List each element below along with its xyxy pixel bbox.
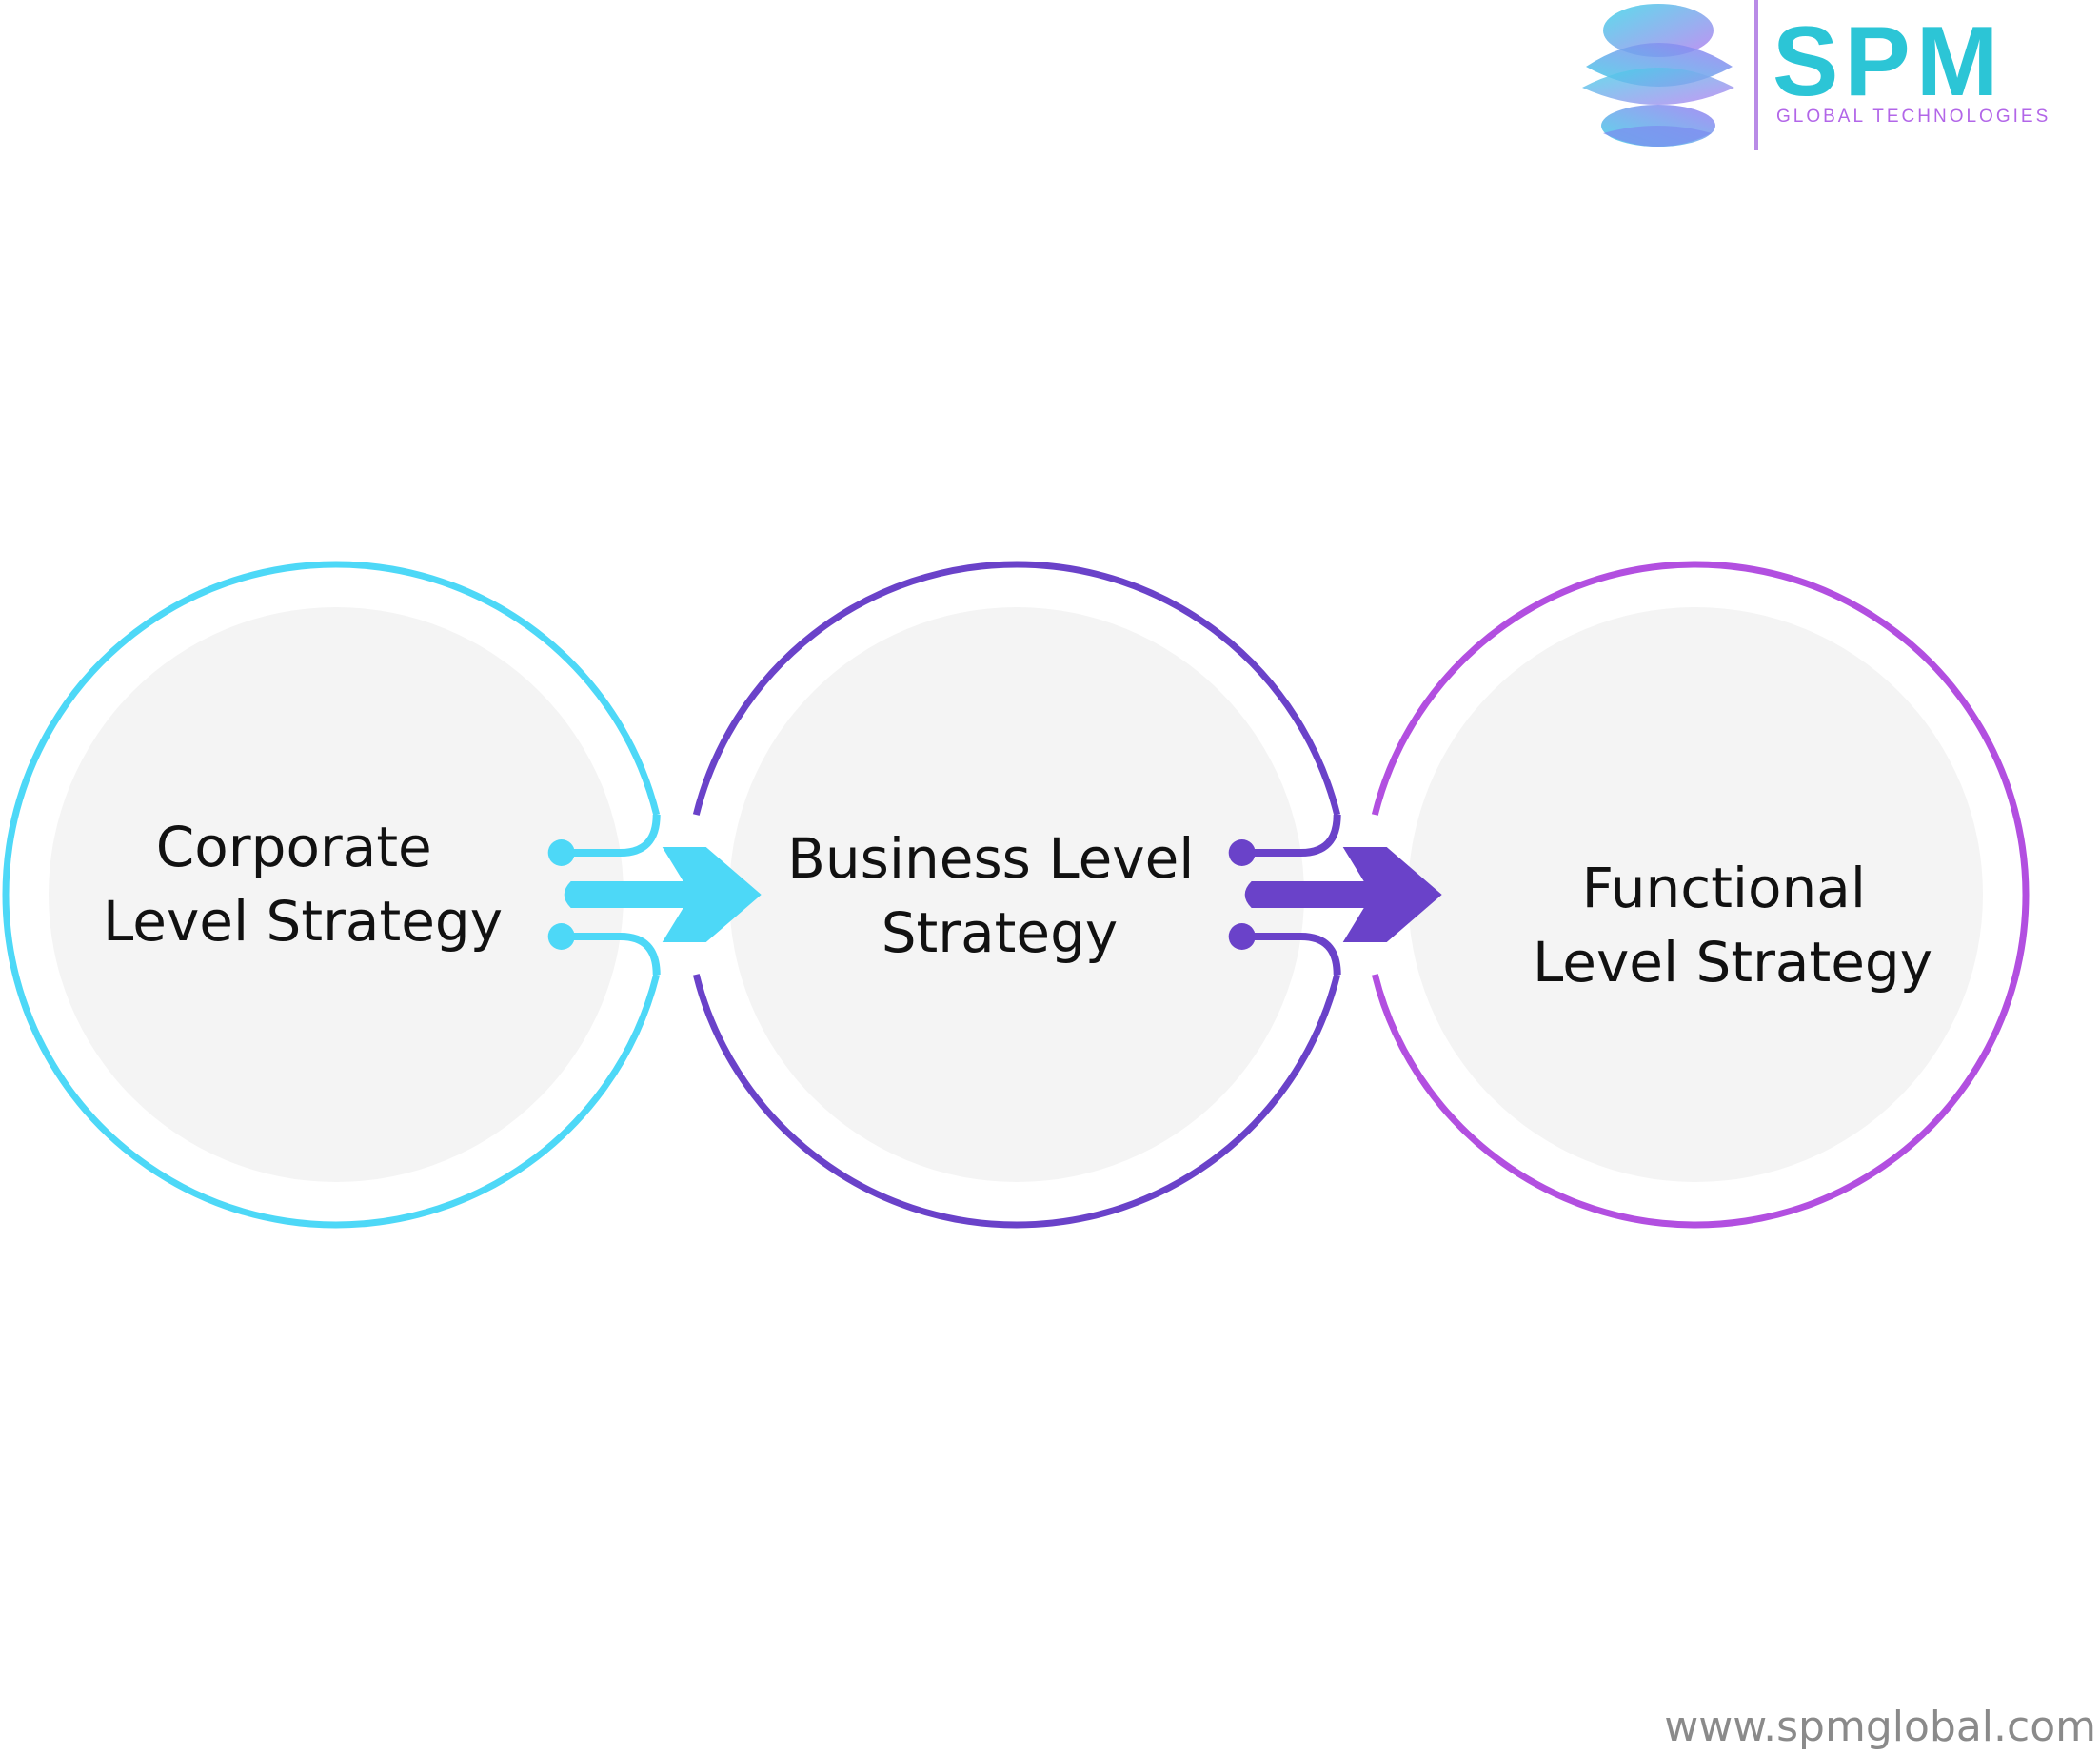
step-node-3: Functional Level Strategy xyxy=(1371,561,2030,1229)
svg-text:Business Level Strategy: Business Level Strategy xyxy=(787,826,1212,965)
step-disc-3 xyxy=(1408,607,1983,1182)
step-2-line-2: Strategy xyxy=(882,900,1119,965)
connector-1-lower-dot xyxy=(547,923,575,950)
step-1-line-1: Corporate xyxy=(156,815,432,879)
step-3-line-1: Functional xyxy=(1582,856,1866,920)
connector-2-upper-line xyxy=(1241,814,1341,857)
step-1-line-2: Level Strategy xyxy=(103,889,503,954)
connector-1 xyxy=(547,814,762,976)
svg-text:Corporate Level Strategy: Corporate Level Strategy xyxy=(103,815,503,954)
connector-1-upper-line xyxy=(561,814,661,857)
arrow-right-icon xyxy=(564,847,762,942)
step-disc-2 xyxy=(729,607,1304,1182)
brand-divider xyxy=(1754,0,1758,150)
arrow-right-icon xyxy=(1244,847,1442,942)
svg-text:Functional Level Strateg: Functional Level Strategy xyxy=(1533,856,1932,995)
brand-name: SPM xyxy=(1773,7,2004,117)
step-node-1: Corporate Level Strategy xyxy=(2,561,661,1229)
step-node-2: Business Level Strategy xyxy=(692,561,1341,1229)
step-3-line-2: Level Strategy xyxy=(1533,930,1932,995)
connector-2 xyxy=(1228,814,1442,976)
step-ring-3 xyxy=(1371,561,2030,1229)
connector-1-lower-line xyxy=(561,933,661,976)
connector-1-upper-dot xyxy=(547,839,575,866)
step-disc-1 xyxy=(49,607,624,1182)
connector-2-lower-dot xyxy=(1228,923,1256,950)
sphere-logo-icon xyxy=(1582,4,1734,147)
footer-url: www.spmglobal.com xyxy=(1664,1703,2096,1751)
brand-tagline: GLOBAL TECHNOLOGIES xyxy=(1776,107,2050,127)
brand-logo: SPM GLOBAL TECHNOLOGIES xyxy=(1582,0,2050,150)
step-ring-2 xyxy=(692,561,1341,1229)
connector-2-upper-dot xyxy=(1228,839,1256,866)
step-2-line-1: Business Level xyxy=(787,826,1194,891)
connector-2-lower-line xyxy=(1241,933,1341,976)
step-ring-1 xyxy=(2,561,661,1229)
